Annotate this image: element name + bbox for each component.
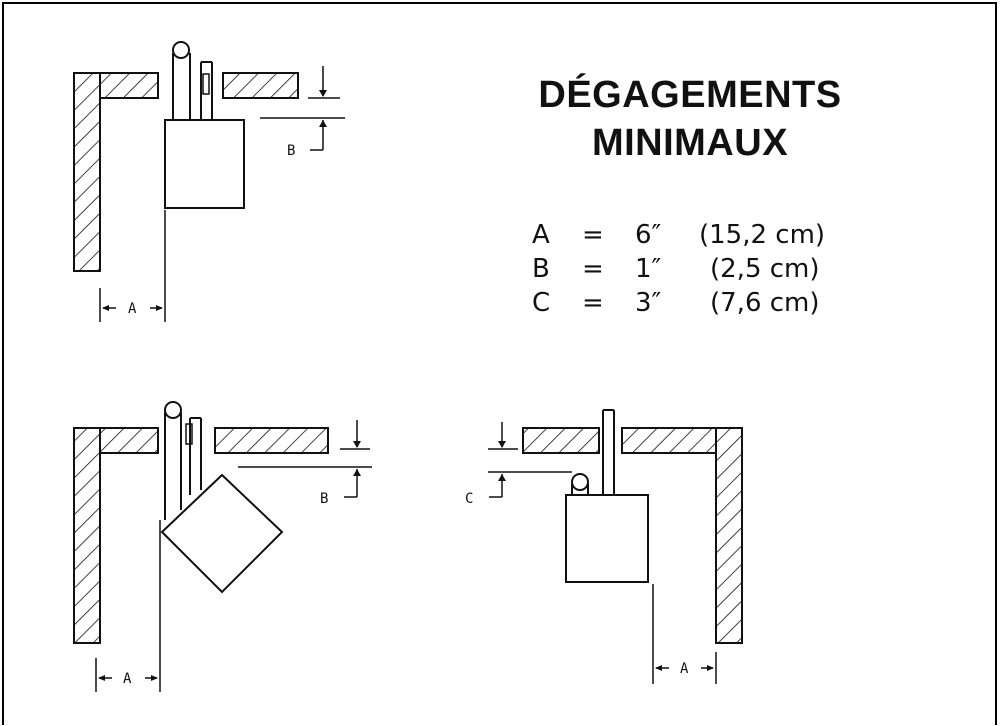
fig1-heater — [164, 119, 245, 209]
legend-inches: 3″ — [635, 288, 662, 318]
fig3-dim-a: A — [652, 584, 717, 684]
fig2-label-a: A — [123, 671, 132, 687]
fig2-label-b: B — [320, 491, 328, 507]
fig3-heater — [565, 494, 649, 583]
fig3-label-a: A — [680, 661, 689, 677]
legend-equals: = — [582, 254, 604, 284]
legend-letter: A — [532, 220, 550, 250]
fig2-pipes — [164, 401, 202, 520]
fig3-wall — [522, 427, 743, 644]
legend-metric: (15,2 cm) — [699, 220, 826, 250]
fig2-dim-a: A — [95, 520, 161, 692]
title-line-1: DÉGAGEMENTS — [538, 74, 842, 116]
fig1-label-b: B — [287, 143, 295, 159]
fig3-dim-c: C — [465, 422, 572, 507]
fig1-label-a: A — [128, 301, 137, 317]
fig3-label-c: C — [465, 491, 473, 507]
fig3-pipes — [571, 409, 615, 495]
legend-letter: B — [532, 254, 550, 284]
fig2-wall — [73, 427, 329, 644]
legend-inches: 1″ — [635, 254, 662, 284]
legend-inches: 6″ — [635, 220, 662, 250]
fig2-dim-b: B — [238, 420, 372, 507]
legend-equals: = — [582, 288, 604, 318]
legend-letter: C — [532, 288, 551, 318]
legend-equals: = — [582, 220, 604, 250]
legend-metric: (7,6 cm) — [710, 288, 820, 318]
legend-metric: (2,5 cm) — [710, 254, 820, 284]
title-line-2: MINIMAUX — [591, 122, 789, 164]
fig1-wall — [73, 72, 299, 272]
figure-3: C A — [465, 409, 743, 684]
figure-1: B A — [73, 41, 345, 322]
fig1-dim-b: B — [260, 66, 345, 159]
fig1-dim-a: A — [99, 210, 166, 322]
fig2-heater — [160, 473, 284, 594]
fig1-pipes — [172, 41, 213, 120]
figure-2: B A — [73, 401, 372, 692]
